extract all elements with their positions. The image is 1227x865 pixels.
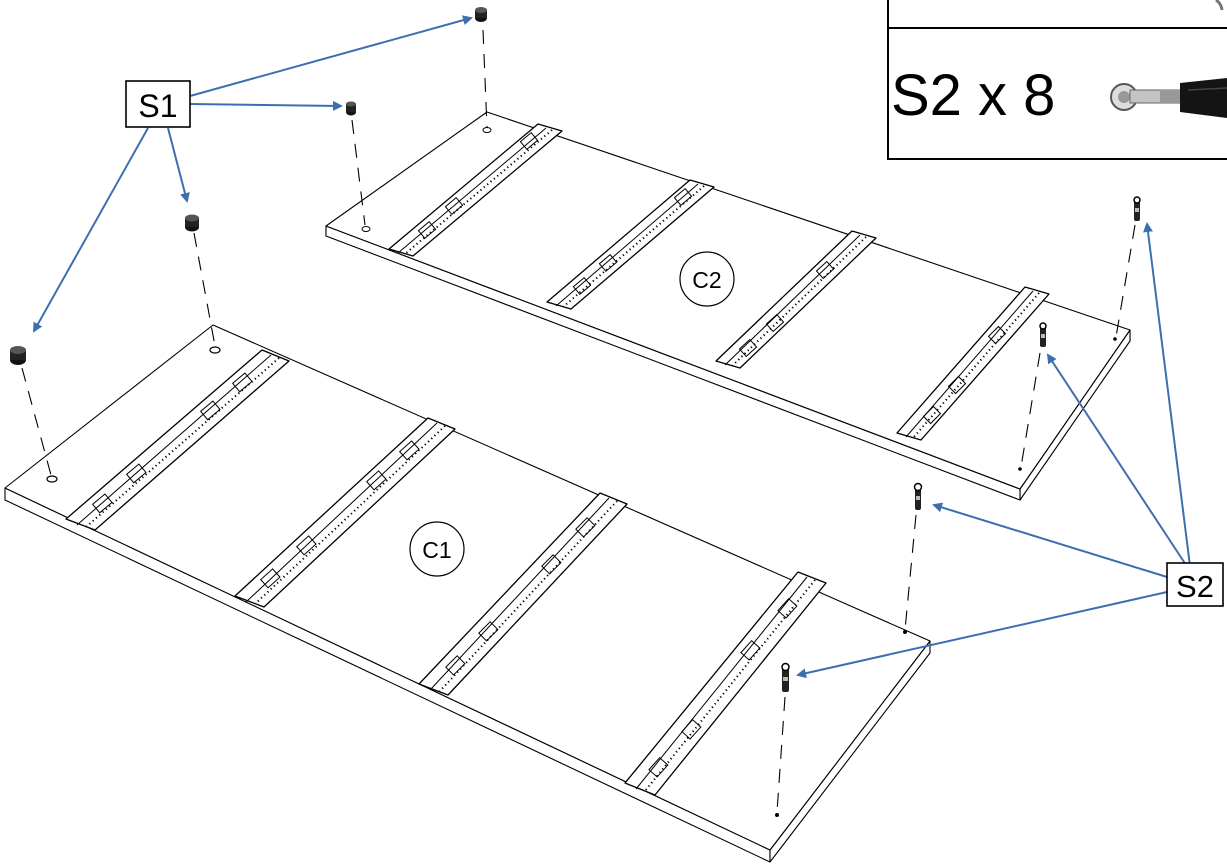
insertion-guides — [21, 29, 1136, 813]
cam-dowel-bolt-icon — [1110, 78, 1227, 118]
cam-lock-nut-icon — [346, 101, 356, 116]
rail-c1-1 — [65, 349, 290, 531]
label-s2-text: S2 — [1176, 569, 1214, 604]
legend-s2-count: S2 x 8 — [891, 63, 1055, 128]
label-c1: C1 — [409, 521, 465, 577]
label-s2: S2 — [1166, 562, 1224, 607]
rail-c1-2 — [234, 417, 456, 608]
parts-legend-box: S2 x 8 — [887, 0, 1227, 160]
rail-c1-3 — [418, 492, 628, 696]
label-c1-text: C1 — [422, 537, 451, 563]
label-s1-text: S1 — [138, 88, 177, 124]
cam-dowel-bolt-icon — [781, 662, 790, 692]
callout-arrows — [33, 15, 1191, 679]
cam-lock-nut-icon — [475, 7, 487, 22]
rail-c2-3 — [715, 230, 877, 369]
rail-c2-4 — [896, 286, 1050, 441]
rail-c2-2 — [546, 179, 715, 310]
rail-c1-4 — [624, 571, 827, 796]
cam-dowel-bolt-icon — [913, 482, 923, 510]
cam-lock-nut-icon — [10, 346, 26, 365]
cam-lock-nut-icon — [185, 214, 199, 232]
label-c2: C2 — [679, 251, 735, 307]
rail-c2-1 — [388, 123, 563, 257]
label-c2-text: C2 — [692, 267, 721, 293]
cam-dowel-bolt-icon — [1133, 196, 1141, 221]
label-s1: S1 — [125, 80, 191, 128]
cam-dowel-bolt-icon — [1039, 322, 1047, 347]
board-c2 — [325, 111, 1131, 501]
